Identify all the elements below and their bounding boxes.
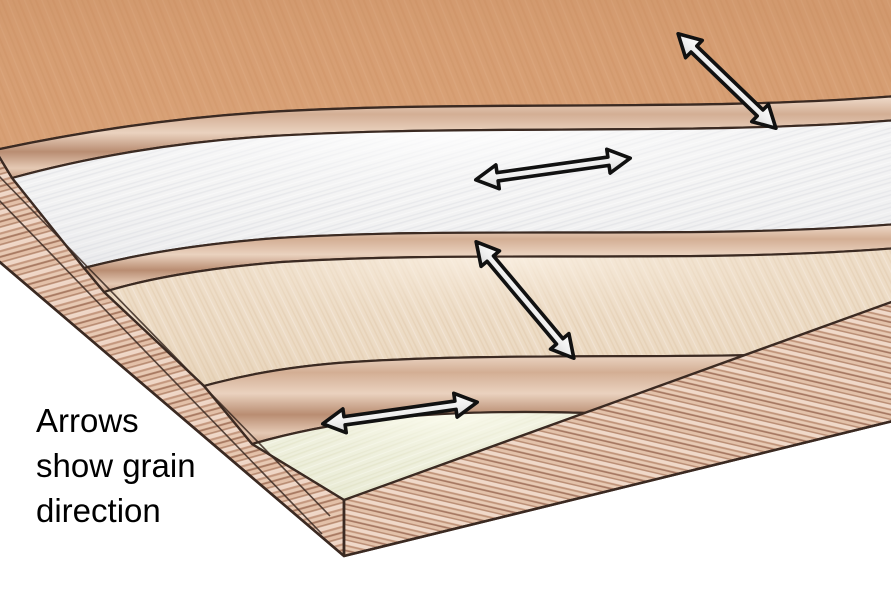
grain-direction-arrow-core-layer	[320, 391, 480, 435]
grain-direction-arrow-third-layer	[474, 239, 576, 361]
grain-direction-arrow-second-layer	[473, 147, 633, 191]
grain-direction-caption: Arrows show grain direction	[36, 402, 196, 529]
grain-direction-arrow-top-layer	[676, 31, 778, 131]
